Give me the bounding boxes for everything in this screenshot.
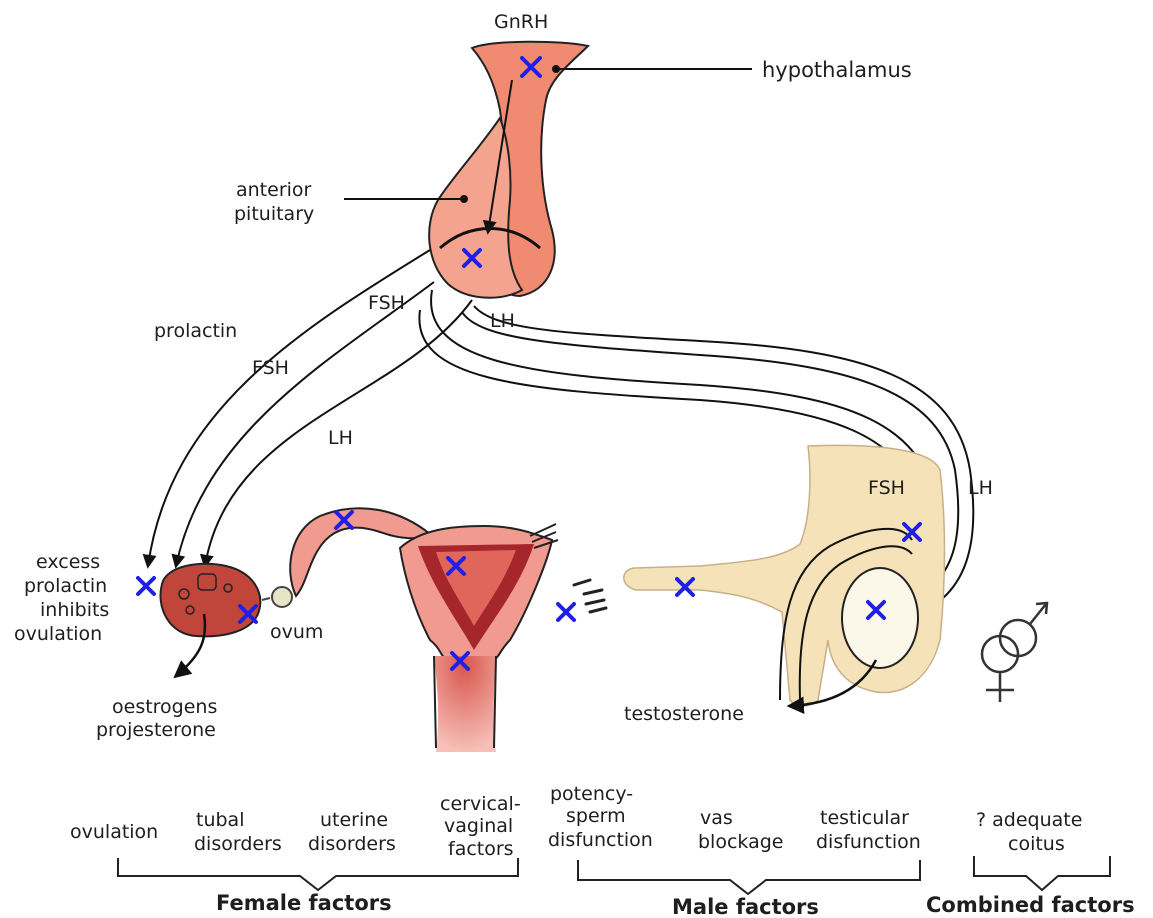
anterior-label: anterior — [236, 179, 312, 201]
female-bracket — [118, 858, 518, 890]
lh-male-label: LH — [968, 477, 993, 499]
female-factors-title: Female factors — [216, 891, 392, 915]
fsh-upper-label: FSH — [368, 292, 405, 314]
category-item: vas — [700, 807, 733, 829]
sperm-cells — [574, 580, 606, 612]
category-item: disfunction — [548, 829, 653, 851]
fsh-male-label: FSH — [868, 477, 905, 499]
ovum-label: ovum — [270, 621, 323, 643]
female-factors-group: ovulation tubal disorders uterine disord… — [70, 793, 521, 915]
pituitary-label: pituitary — [234, 203, 314, 225]
category-item: ovulation — [70, 821, 158, 843]
uterus-organ — [290, 508, 558, 752]
ovum — [262, 587, 292, 607]
category-item: vaginal — [444, 815, 513, 837]
projesterone-label: projesterone — [96, 719, 216, 741]
vagina-shape — [434, 656, 496, 752]
male-female-symbol-icon — [982, 603, 1047, 702]
category-item: blockage — [698, 831, 783, 853]
lh-left-label: LH — [328, 427, 353, 449]
hypothalamus-pituitary-organ — [429, 42, 588, 298]
category-item: tubal — [196, 809, 244, 831]
block-x-icon — [558, 604, 574, 620]
category-item: disorders — [308, 833, 396, 855]
male-factors-title: Male factors — [672, 895, 819, 918]
combined-factors-title: Combined factors — [926, 893, 1135, 917]
inhibits-label: inhibits — [40, 599, 109, 621]
category-item: sperm — [566, 805, 626, 827]
category-item: uterine — [320, 809, 388, 831]
combined-factors-group: ? adequate coitus Combined factors — [926, 809, 1135, 917]
category-item: cervical- — [440, 793, 521, 815]
ovulation-label: ovulation — [14, 623, 102, 645]
prolactin-line-label: prolactin — [24, 575, 107, 597]
prolactin-label: prolactin — [154, 320, 237, 342]
category-item: factors — [448, 838, 514, 860]
combined-bracket — [974, 856, 1110, 890]
lh-upper-label: LH — [490, 310, 515, 332]
oestrogens-label: oestrogens — [112, 696, 217, 718]
male-factors-group: potency- sperm disfunction vas blockage … — [548, 783, 921, 918]
excess-label: excess — [36, 551, 100, 573]
category-item: disfunction — [816, 831, 921, 853]
category-item: potency- — [550, 783, 633, 805]
block-x-icon — [138, 578, 154, 594]
gnrh-label: GnRH — [494, 11, 548, 33]
hypothalamus-label: hypothalamus — [762, 58, 912, 82]
male-bracket — [578, 860, 920, 894]
testosterone-label: testosterone — [624, 703, 744, 725]
anterior-pituitary-shape — [429, 118, 522, 298]
fsh-left-label: FSH — [252, 357, 289, 379]
category-item: coitus — [1008, 833, 1065, 855]
ovary-organ — [160, 564, 260, 676]
category-item: testicular — [820, 807, 909, 829]
category-item: disorders — [194, 833, 282, 855]
category-item: ? adequate — [976, 809, 1082, 831]
testis — [842, 568, 918, 668]
